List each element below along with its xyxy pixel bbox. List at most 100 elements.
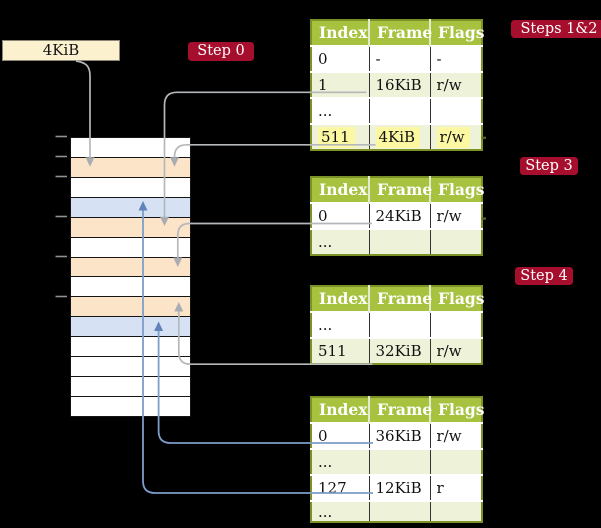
cell-frame: 4KiB xyxy=(368,123,430,150)
page-table-step-4-lower: Index Frame Flags 0 36KiB r/w ... 127 12… xyxy=(310,396,485,523)
cell-text: r/w xyxy=(436,127,470,148)
cell-index: 127 xyxy=(311,474,369,501)
memory-row xyxy=(71,217,190,238)
memory-row xyxy=(71,297,190,318)
table-row: 0 - - xyxy=(311,45,482,72)
cell-text: 24KiB xyxy=(375,207,422,225)
cell-text: - xyxy=(375,50,381,68)
memory-tick-marks xyxy=(55,135,67,298)
cell-flags xyxy=(429,500,482,522)
memory-row xyxy=(71,337,190,358)
cell-index: 1 xyxy=(311,71,369,98)
cell-index: ... xyxy=(311,97,369,124)
header-frame: Frame xyxy=(368,177,432,203)
header-frame: Frame xyxy=(368,397,432,423)
cell-text: ... xyxy=(318,453,333,471)
memory-row xyxy=(71,317,190,338)
table-row: ... xyxy=(311,500,482,522)
cell-index: ... xyxy=(311,228,369,255)
cell-index: 511 xyxy=(311,337,369,364)
cell-frame: 24KiB xyxy=(368,202,430,229)
memory-row xyxy=(71,257,190,278)
memory-row xyxy=(71,138,190,158)
cell-text: ... xyxy=(318,233,333,251)
cell-text: - xyxy=(436,50,442,68)
table-row: ... xyxy=(311,448,482,475)
cell-text: ... xyxy=(318,316,333,334)
header-index: Index xyxy=(311,397,369,423)
page-table-step-3: Index Frame Flags 0 24KiB r/w ... xyxy=(310,176,485,256)
table-row-highlighted: 511 4KiB r/w xyxy=(311,123,482,150)
header-index: Index xyxy=(311,286,369,312)
cell-text: 0 xyxy=(318,50,328,68)
cell-flags: r/w xyxy=(429,422,482,449)
cell-index: ... xyxy=(311,311,369,338)
cell-frame: 12KiB xyxy=(368,474,430,501)
cell-frame xyxy=(368,228,430,255)
cell-frame xyxy=(368,311,430,338)
table-row: 0 24KiB r/w xyxy=(311,202,482,229)
cell-text: 4KiB xyxy=(375,127,421,148)
cell-text: 16KiB xyxy=(375,76,422,94)
page-table-steps-1-2: Index Frame Flags 0 - - 1 16KiB r/w ... … xyxy=(310,19,485,151)
memory-row xyxy=(71,237,190,258)
header-index: Index xyxy=(311,20,369,46)
table-row: ... xyxy=(311,311,482,338)
memory-row xyxy=(71,377,190,397)
cell-text: r/w xyxy=(436,427,462,445)
cell-index: 511 xyxy=(311,123,369,150)
memory-row xyxy=(71,396,190,416)
table-header-row: Index Frame Flags xyxy=(311,397,485,423)
physical-memory-stack xyxy=(70,137,191,417)
cell-frame: 16KiB xyxy=(368,71,430,98)
header-frame: Frame xyxy=(368,20,432,46)
page-table-step-4-upper: Index Frame Flags ... 511 32KiB r/w xyxy=(310,285,485,365)
cell-frame: - xyxy=(368,45,430,72)
cell-index: 0 xyxy=(311,45,369,72)
cell-text: r/w xyxy=(436,76,462,94)
table-header-row: Index Frame Flags xyxy=(311,20,485,46)
cell-text: 127 xyxy=(318,479,347,497)
memory-row xyxy=(71,177,190,198)
memory-row xyxy=(71,357,190,378)
cell-text: 1 xyxy=(318,76,328,94)
cell-frame xyxy=(368,500,430,522)
header-index: Index xyxy=(311,177,369,203)
badge-step-4: Step 4 xyxy=(515,267,573,285)
cell-flags: r/w xyxy=(429,202,482,229)
cell-flags: r/w xyxy=(429,123,482,150)
cell-text: r xyxy=(436,479,444,497)
badge-steps-1-2: Steps 1&2 xyxy=(511,20,601,38)
cell-text: 12KiB xyxy=(375,479,422,497)
cell-frame: 36KiB xyxy=(368,422,430,449)
cell-index: 0 xyxy=(311,422,369,449)
cell-flags xyxy=(429,311,482,338)
cell-text: 0 xyxy=(318,427,328,445)
table-header-row: Index Frame Flags xyxy=(311,286,485,312)
badge-step-0: Step 0 xyxy=(188,42,254,61)
header-flags: Flags xyxy=(429,20,485,46)
cell-text: 36KiB xyxy=(375,427,422,445)
table-header-row: Index Frame Flags xyxy=(311,177,485,203)
header-flags: Flags xyxy=(429,286,485,312)
cell-text: 32KiB xyxy=(375,342,422,360)
table-row: 0 36KiB r/w xyxy=(311,422,482,449)
cell-index: ... xyxy=(311,500,369,522)
cell-text: 511 xyxy=(318,342,347,360)
cell-text: r/w xyxy=(436,207,462,225)
cell-text: ... xyxy=(318,102,333,120)
badge-step-3: Step 3 xyxy=(520,157,578,175)
header-frame: Frame xyxy=(368,286,432,312)
memory-row xyxy=(71,197,190,218)
table-row: ... xyxy=(311,97,482,124)
table-row: 511 32KiB r/w xyxy=(311,337,482,364)
cell-index: 0 xyxy=(311,202,369,229)
cell-frame xyxy=(368,97,430,124)
table-row: 127 12KiB r xyxy=(311,474,482,501)
table-row: ... xyxy=(311,228,482,255)
cell-text: ... xyxy=(318,502,333,521)
cell-frame: 32KiB xyxy=(368,337,430,364)
cell-flags: - xyxy=(429,45,482,72)
cell-text: r/w xyxy=(436,342,462,360)
cell-flags: r/w xyxy=(429,71,482,98)
